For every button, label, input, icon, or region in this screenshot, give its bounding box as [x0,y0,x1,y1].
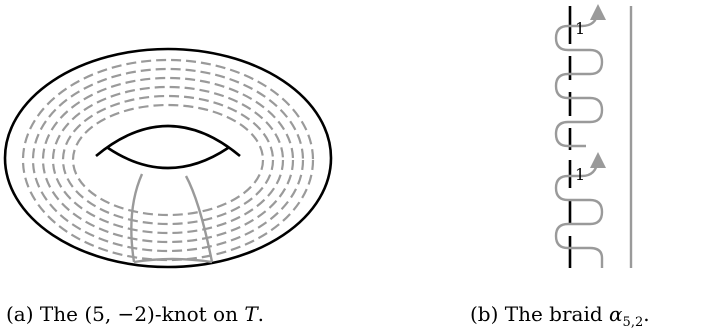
arrow-up-icon [590,152,606,168]
caption-b-sub: 5,2 [623,315,644,330]
caption-b-prefix: (b) The braid [470,302,609,326]
solid-strand-right [184,175,214,263]
dashed-strand-1 [21,58,315,262]
dashed-strand-2 [31,67,305,253]
braid-diagram: 1 1 [554,4,633,268]
caption-a-math: (5, −2) [84,302,155,326]
torus-hole-upper [95,124,241,157]
caption-b: (b) The braid α5,2. [470,302,650,330]
solid-strand-base [133,257,213,264]
dashed-strand-5 [61,94,275,226]
torus-outer-boundary [3,47,333,269]
torus-diagram [3,47,333,269]
braid-label-2: 1 [575,165,585,184]
solid-knot-strands [130,173,214,264]
dashed-knot-strands [21,58,315,262]
solid-strand-left [130,173,144,263]
caption-a-prefix: (a) The [6,302,84,326]
braid-label-1: 1 [575,19,585,38]
braid-grey-snake-strand [554,11,604,268]
caption-a: (a) The (5, −2)-knot on T. [6,302,264,326]
torus-hole-lower [107,146,229,170]
dashed-strand-6 [71,103,265,217]
dashed-strand-3 [41,76,295,244]
caption-b-math: α [609,302,623,326]
caption-b-suffix: . [643,302,649,326]
caption-a-suffix: . [258,302,264,326]
arrow-up-icon [590,4,606,20]
caption-a-math2: T [244,302,259,326]
dashed-strand-4 [51,85,285,235]
caption-a-middle: -knot on [155,302,244,326]
